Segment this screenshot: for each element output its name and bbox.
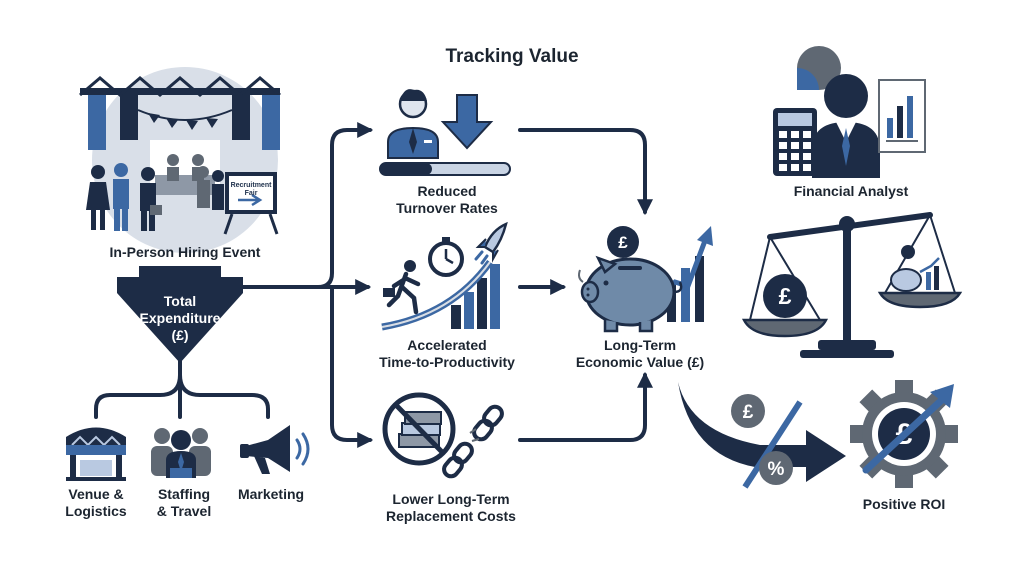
value-label-line1: Long-Term: [603, 337, 677, 353]
analyst-calculator-chart-icon: [773, 46, 926, 178]
no-money-broken-chain-icon: [382, 392, 504, 479]
replacement-label-line2: Replacement Costs: [386, 508, 516, 524]
value-label-line2: Economic Value (£): [575, 354, 705, 370]
replacement-label-line1: Lower Long-Term: [392, 491, 510, 507]
swoosh-pound: £: [743, 402, 754, 423]
diagram-title: Tracking Value: [445, 46, 579, 67]
venue-label-line1: Venue &: [68, 486, 124, 502]
event-label: In-Person Hiring Event: [109, 244, 261, 260]
swoosh-percent: %: [768, 459, 785, 480]
expenditure-line3: (£): [171, 327, 189, 343]
event-sign-line1: Recruitment: [230, 182, 272, 189]
funnel-arrow-icon: [117, 266, 243, 363]
running-stopwatch-rocket-icon: [381, 221, 508, 331]
roi-label: Positive ROI: [862, 496, 946, 512]
megaphone-icon: [240, 425, 310, 474]
turnover-label-line2: Turnover Rates: [396, 200, 498, 216]
flow-arrow-turnover-to-value: [518, 128, 653, 216]
expenditure-line2: Expenditure: [139, 310, 221, 326]
flow-arrow-to-replacement: [330, 285, 374, 448]
exhibition-booth-icon: [79, 67, 281, 253]
scale-coin-pound: £: [779, 283, 792, 309]
piggy-coin-pound: £: [618, 233, 628, 252]
staffing-label-line2: & Travel: [156, 503, 212, 519]
analyst-label: Financial Analyst: [793, 183, 909, 199]
productivity-label-line2: Time-to-Productivity: [379, 354, 515, 370]
pound-percent-arrow-icon: £ %: [678, 382, 846, 489]
branch-line-venue: [94, 360, 182, 419]
marketing-label: Marketing: [237, 486, 305, 502]
venue-label-line2: Logistics: [65, 503, 127, 519]
turnover-label-line1: Reduced: [417, 183, 477, 199]
event-sign-line2: Fair: [244, 190, 258, 197]
flow-arrow-replacement-to-value: [518, 371, 653, 442]
productivity-label-line1: Accelerated: [407, 337, 487, 353]
gear-pound-arrow-icon: £: [850, 380, 958, 488]
balance-scale-icon: £: [741, 212, 963, 358]
employee-down-arrow-icon: [379, 89, 511, 176]
branch-line-marketing: [178, 360, 270, 419]
connectors: [94, 122, 653, 448]
expenditure-line1: Total: [163, 293, 197, 309]
team-icon: [151, 428, 211, 478]
piggy-bank-growth-icon: £: [578, 226, 713, 333]
market-stall-icon: [66, 427, 126, 481]
staffing-label-line1: Staffing: [157, 486, 211, 502]
